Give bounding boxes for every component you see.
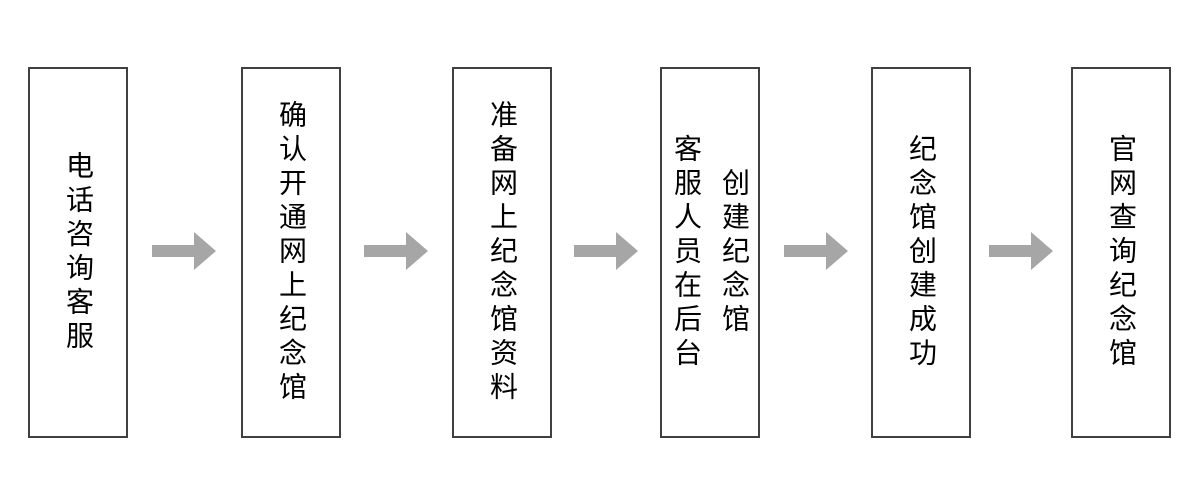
stage-label: 准备网上纪念馆资料 — [487, 99, 518, 406]
stage-label-line-2: 创建纪念馆 — [719, 167, 750, 338]
arrow-right-icon — [574, 232, 638, 270]
arrow-right-icon — [364, 232, 428, 270]
stage-label: 确认开通网上纪念馆 — [276, 99, 307, 406]
stage-label: 官网查询纪念馆 — [1106, 133, 1137, 372]
stage-label: 电话咨询客服 — [63, 150, 94, 355]
stage-box-create-success: 纪念馆创建成功 — [871, 67, 971, 438]
stage-box-query-official-site: 官网查询纪念馆 — [1071, 67, 1171, 438]
arrow-right-icon — [152, 232, 216, 270]
arrow-right-icon — [784, 232, 848, 270]
stage-box-confirm-open: 确认开通网上纪念馆 — [241, 67, 341, 438]
stage-box-prepare-materials: 准备网上纪念馆资料 — [452, 67, 552, 438]
arrow-right-icon — [989, 232, 1053, 270]
stage-label-line-1: 客服人员在后台 — [671, 133, 702, 372]
stage-box-staff-create: 客服人员在后台 创建纪念馆 — [660, 67, 760, 438]
stage-box-phone-consult: 电话咨询客服 — [28, 67, 128, 438]
stage-label: 纪念馆创建成功 — [906, 133, 937, 372]
